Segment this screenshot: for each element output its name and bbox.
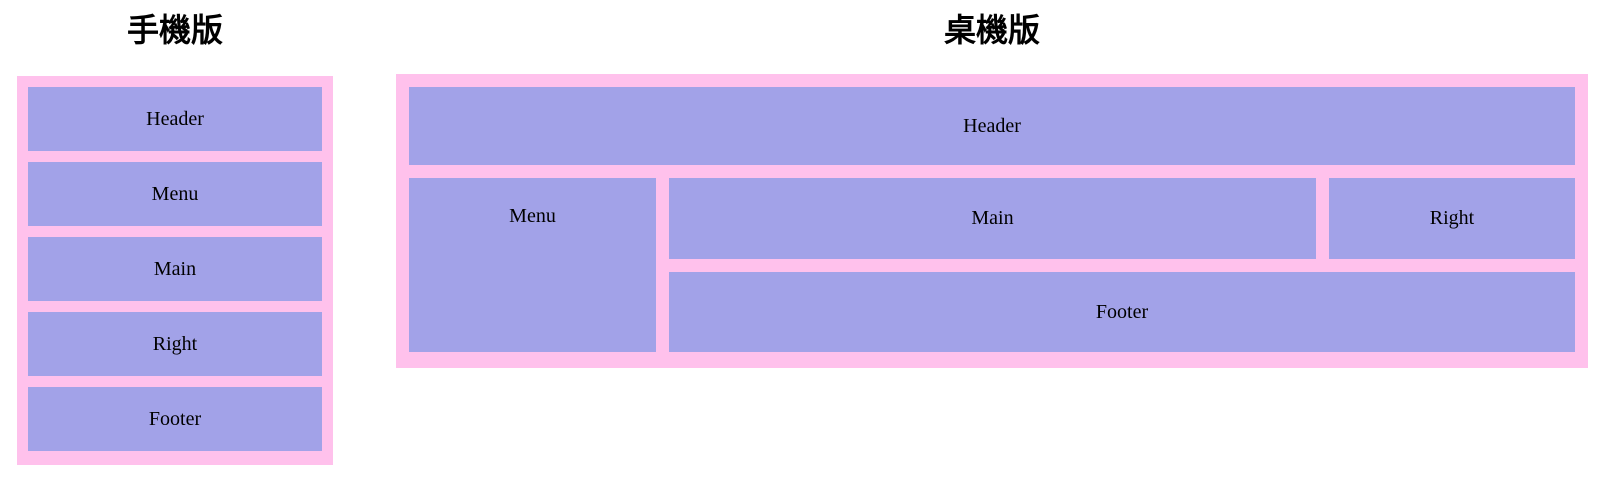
desktop-header-box: Header — [409, 87, 1575, 165]
desktop-layout-container: Header Menu Main Right Footer — [396, 74, 1588, 368]
mobile-menu-box: Menu — [28, 162, 322, 226]
desktop-right-box: Right — [1329, 178, 1575, 259]
desktop-menu-box: Menu — [409, 178, 656, 352]
mobile-right-box: Right — [28, 312, 322, 376]
desktop-version-title: 桌機版 — [943, 12, 1040, 48]
mobile-header-box: Header — [28, 87, 322, 151]
desktop-footer-box: Footer — [669, 272, 1575, 352]
mobile-main-box: Main — [28, 237, 322, 301]
mobile-footer-box: Footer — [28, 387, 322, 451]
mobile-version-title: 手機版 — [126, 12, 223, 48]
mobile-layout-container: Header Menu Main Right Footer — [17, 76, 333, 465]
desktop-main-box: Main — [669, 178, 1316, 259]
